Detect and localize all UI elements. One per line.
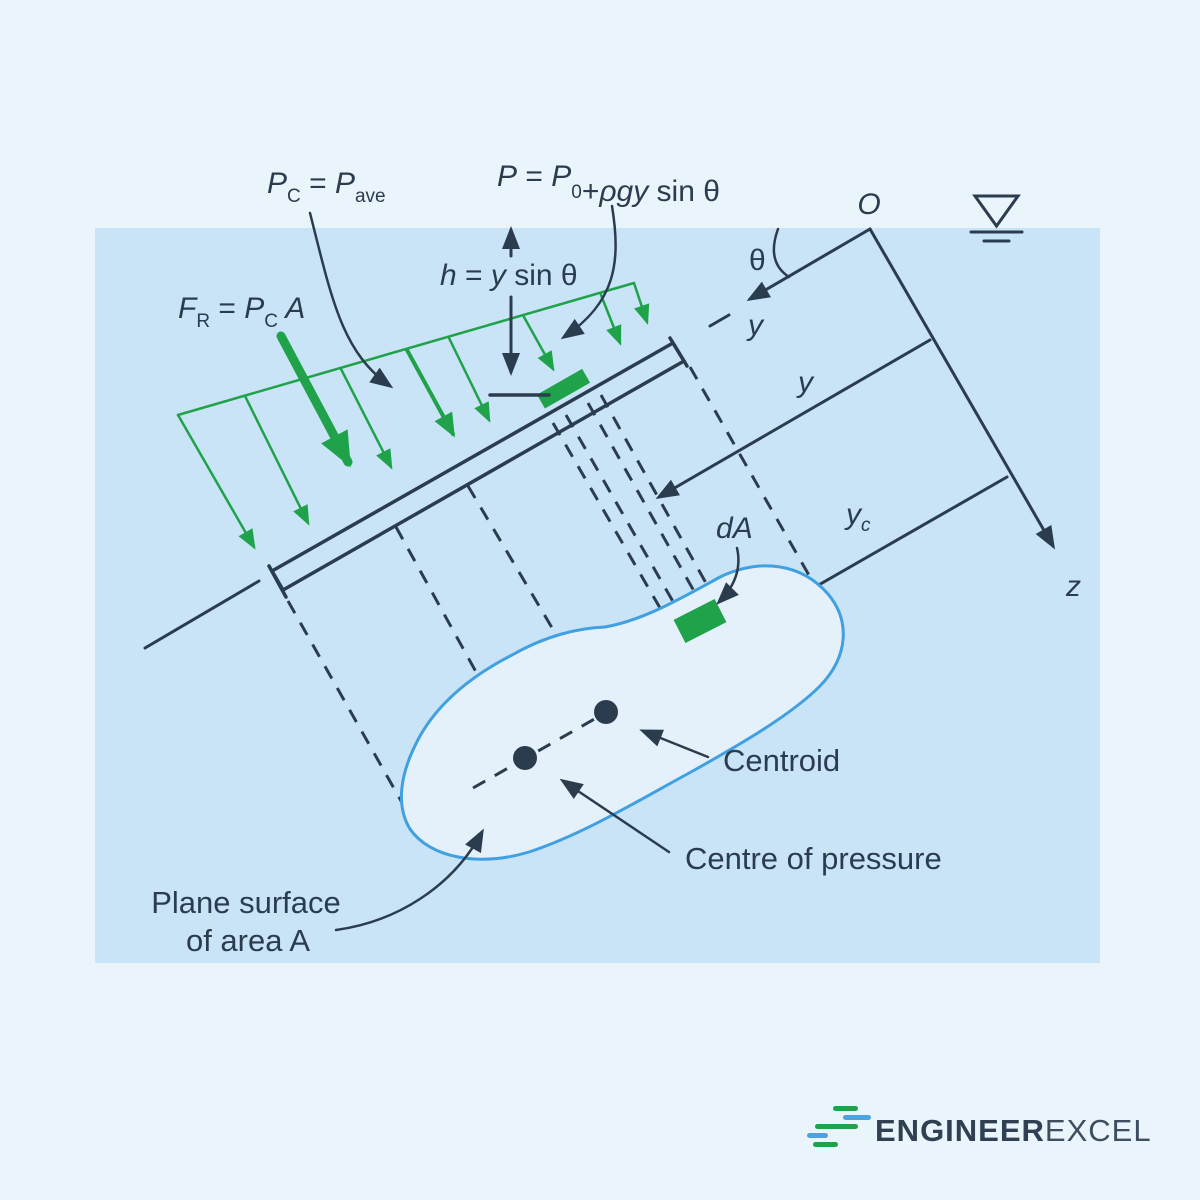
centre-of-pressure-dot [513,746,537,770]
logo-bar [815,1124,858,1129]
theta-label: θ [749,244,766,277]
centre-of-pressure-label: Centre of pressure [685,841,942,876]
z-axis [868,227,1055,550]
da-element-on-area [673,598,727,644]
da-projection-line [586,402,701,601]
centroid-dot [594,700,618,724]
engineerexcel-logo: ENGINEEREXCEL [807,1106,1152,1148]
origin-label: O [857,188,880,221]
pressure-arrow [243,394,310,526]
logo-bar [843,1115,871,1120]
surface-triangle-icon [972,194,1021,229]
pressure-arrow [632,281,650,325]
logo-bars-icon [807,1106,871,1147]
plane-surface-leader-curve [334,828,484,932]
logo-bar [813,1142,838,1147]
logo-bar [807,1133,828,1138]
projection-dashed-line [286,600,415,823]
pc-ave-formula: PC = Pave [267,167,386,207]
pressure-arrow [599,293,622,346]
centroid-label: Centroid [723,743,840,778]
pressure-arrow [447,336,491,423]
pc-leader-curve [308,211,394,389]
theta-angle-arc [772,227,791,279]
y-axis-dash [708,313,731,328]
resultant-force-formula: FR = PC A [178,292,305,332]
da-element-on-plate [536,368,591,409]
plate-axis-extension [143,579,261,650]
plane-surface-label-line1: Plane surface [151,885,341,920]
pressure-arrow [522,315,555,372]
projection-dashed-line [688,366,812,578]
da-projection-line [551,422,669,621]
y-distance-line [655,338,932,500]
y-distance-label: y [796,366,815,399]
free-surface-symbol [969,194,1024,243]
resultant-force-arrow [276,331,353,468]
pressure-arrow [176,413,256,550]
plate-end-cap-left [267,564,288,599]
plate-end-cap-right [668,336,689,368]
da-projection-line [599,394,713,593]
centroid-leader [639,729,710,759]
y-axis-label: y [746,309,765,342]
da-area-rect [673,598,727,644]
da-plate-rect [536,368,591,409]
pressure-formula: P = P0+ρgy sin θ [497,160,720,208]
water-region [95,228,1100,963]
p0-leader-curve [560,204,617,340]
plane-surface-area [400,564,845,861]
pressure-arrow [339,367,393,470]
plane-surface-label-line2: of area A [186,923,310,958]
h-formula: h = y sin θ [440,259,578,292]
z-axis-label: z [1065,570,1081,603]
logo-bar [833,1106,858,1111]
yc-distance-label: yc [844,498,871,536]
da-label: dA [716,512,753,545]
da-projection-line [564,414,681,613]
da-leader-curve [716,546,740,605]
y-axis [746,227,872,302]
cop-leader [559,778,671,854]
average-pressure-arrow [405,348,455,438]
logo-wordmark: ENGINEEREXCEL [875,1113,1152,1148]
